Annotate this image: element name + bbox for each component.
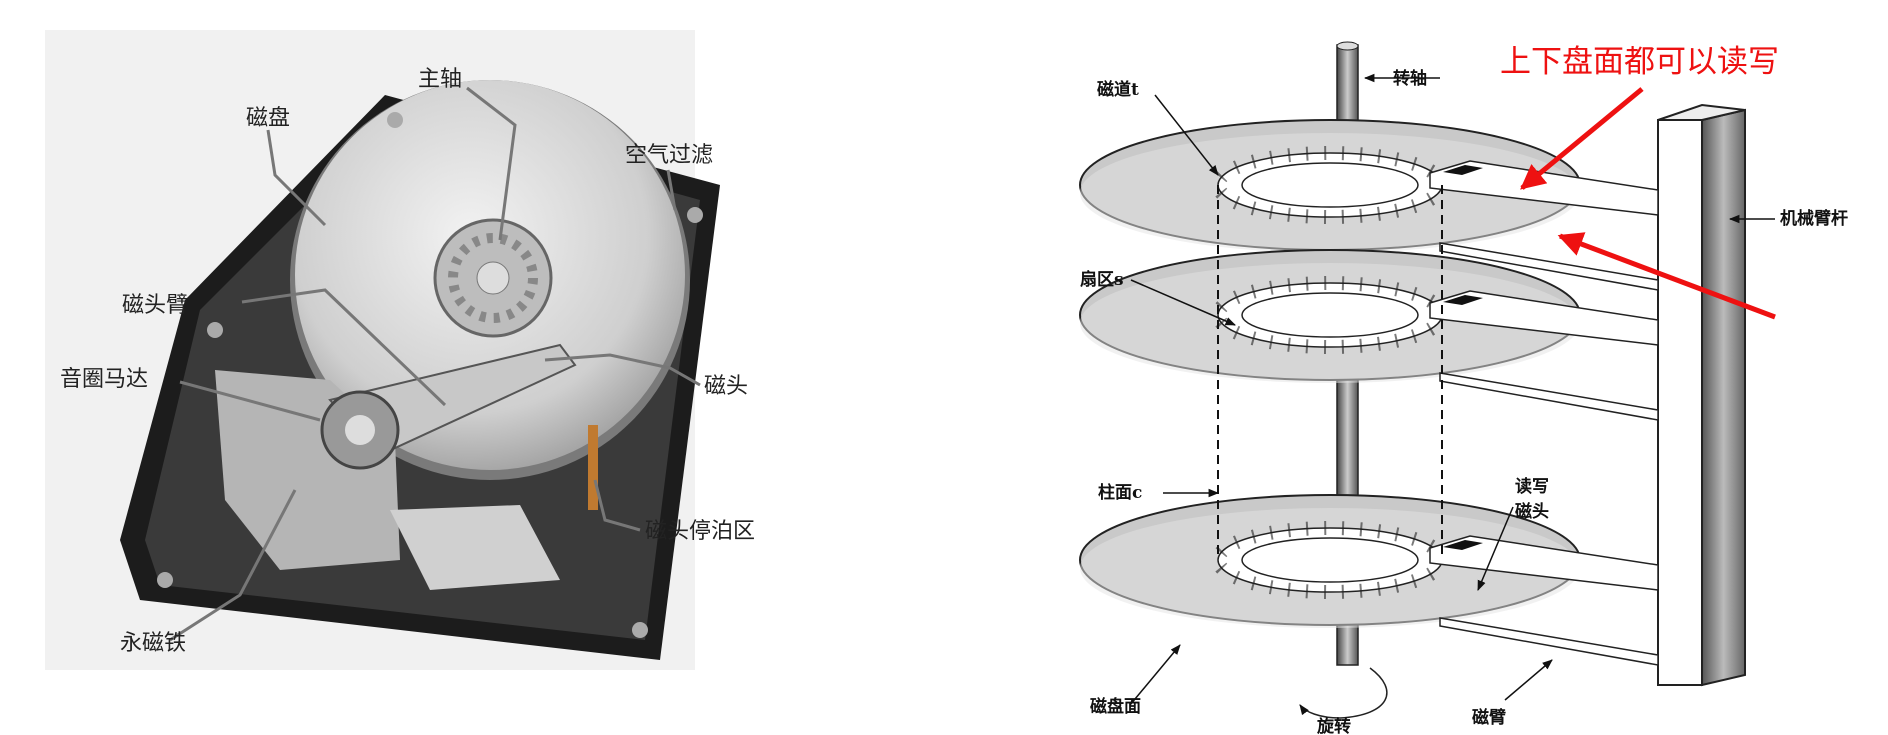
arm	[1429, 290, 1659, 346]
annotation-both-surfaces: 上下盘面都可以读写	[1500, 44, 1779, 80]
label-rw-head-1: 读写	[1515, 476, 1549, 497]
label-actuator-rod: 机械臂杆	[1780, 208, 1848, 229]
actuator-rod	[1657, 103, 1746, 687]
right-labels: 转轴 磁道t 扇区s 柱面c 读写 磁头 磁盘面 磁臂 机械臂杆 旋转 上下盘面…	[1080, 44, 1848, 735]
arm	[1429, 535, 1659, 591]
rw-head	[1443, 165, 1483, 175]
label-track: 磁道t	[1097, 79, 1139, 100]
label-platter: 磁盘	[246, 106, 290, 131]
label-head-parking-zone: 磁头停泊区	[645, 519, 755, 544]
lower-arm	[1439, 242, 1659, 291]
rotation-arrow	[1299, 667, 1388, 719]
label-rw-head-2: 磁头	[1515, 501, 1549, 522]
label-arm: 磁臂	[1472, 707, 1506, 728]
label-cylinder: 柱面c	[1098, 482, 1142, 503]
hard-drive-photo	[45, 30, 720, 670]
platter-3	[1079, 494, 1659, 666]
label-voice-coil-motor: 音圈马达	[60, 367, 148, 392]
left-labels: 主轴 磁盘 空气过滤 磁头臂 音圈马达 磁头 磁头停泊区 永磁铁	[60, 67, 755, 656]
label-head-arm: 磁头臂	[122, 293, 188, 318]
head-parking-zone	[588, 425, 598, 510]
label-sector: 扇区s	[1080, 269, 1124, 290]
lower-arm	[1439, 617, 1659, 666]
red-arrow-bottom-surface	[1557, 232, 1776, 320]
label-spindle-axis: 转轴	[1393, 68, 1427, 89]
disk-structure-diagram	[1079, 41, 1746, 719]
label-spindle: 主轴	[418, 67, 462, 92]
label-rotation: 旋转	[1316, 716, 1351, 735]
lower-arm	[1439, 372, 1659, 421]
red-arrow-top-surface	[1520, 87, 1644, 190]
label-disk-surface: 磁盘面	[1090, 696, 1141, 717]
platter-2	[1079, 249, 1659, 421]
rw-head	[1443, 295, 1483, 305]
label-air-filter: 空气过滤	[625, 143, 713, 168]
rw-head	[1443, 540, 1483, 550]
label-permanent-magnet: 永磁铁	[120, 631, 186, 656]
label-head: 磁头	[704, 374, 748, 399]
